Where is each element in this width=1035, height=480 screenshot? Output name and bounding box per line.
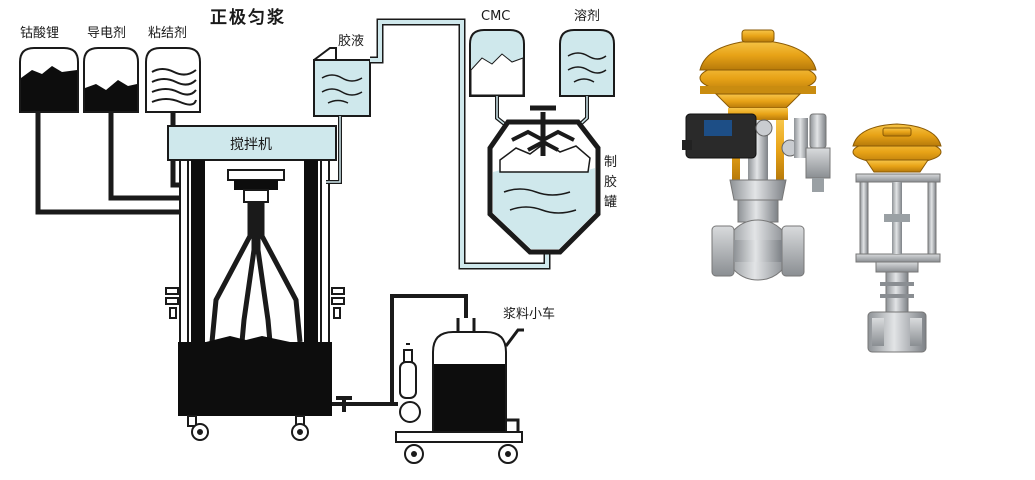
hopper-conductive-agent — [83, 47, 139, 113]
glue-vessel-label-3: 罐 — [604, 195, 617, 210]
glue-tank-label: 胶液 — [338, 33, 364, 49]
mixer-drive — [227, 169, 285, 203]
glue-vessel-label-1: 制 — [604, 155, 617, 170]
glue-making-vessel — [487, 105, 601, 255]
glue-vessel-label-2: 胶 — [604, 174, 617, 190]
mixing-vessel — [178, 336, 332, 416]
control-valve-with-positioner — [682, 29, 831, 281]
slurry-process-diagram: 正极匀浆 钴酸锂 导电剂 粘结剂 搅拌机 — [19, 7, 617, 464]
hopper-lco — [19, 47, 79, 113]
solvent-label: 溶剂 — [574, 9, 600, 24]
mixer-blades — [209, 202, 303, 343]
hopper-label-lco: 钴酸锂 — [20, 26, 59, 41]
mixer-label: 搅拌机 — [230, 137, 272, 153]
glue-transfer-pipe — [370, 18, 551, 270]
cart-label: 浆料小车 — [503, 306, 555, 322]
hopper-feed-lines — [35, 112, 180, 215]
glue-tank — [313, 47, 371, 117]
control-valve-extended-bonnet — [852, 123, 942, 353]
solvent-hopper — [559, 29, 615, 132]
hopper-binder — [145, 47, 201, 113]
cmc-label: CMC — [481, 9, 510, 24]
mixer-head — [167, 125, 337, 161]
slurry-cart — [395, 318, 524, 464]
hopper-label-binder: 粘结剂 — [148, 26, 187, 41]
mixer-clamps — [165, 287, 345, 319]
cmc-hopper — [469, 29, 525, 132]
hopper-label-conductive: 导电剂 — [87, 26, 126, 41]
mixer-frame — [179, 159, 330, 346]
discharge-line — [332, 294, 468, 412]
cart-pump — [399, 343, 421, 423]
diagram-title: 正极匀浆 — [210, 7, 286, 28]
valve-photo — [682, 29, 942, 353]
mixer-wheels — [187, 415, 309, 441]
